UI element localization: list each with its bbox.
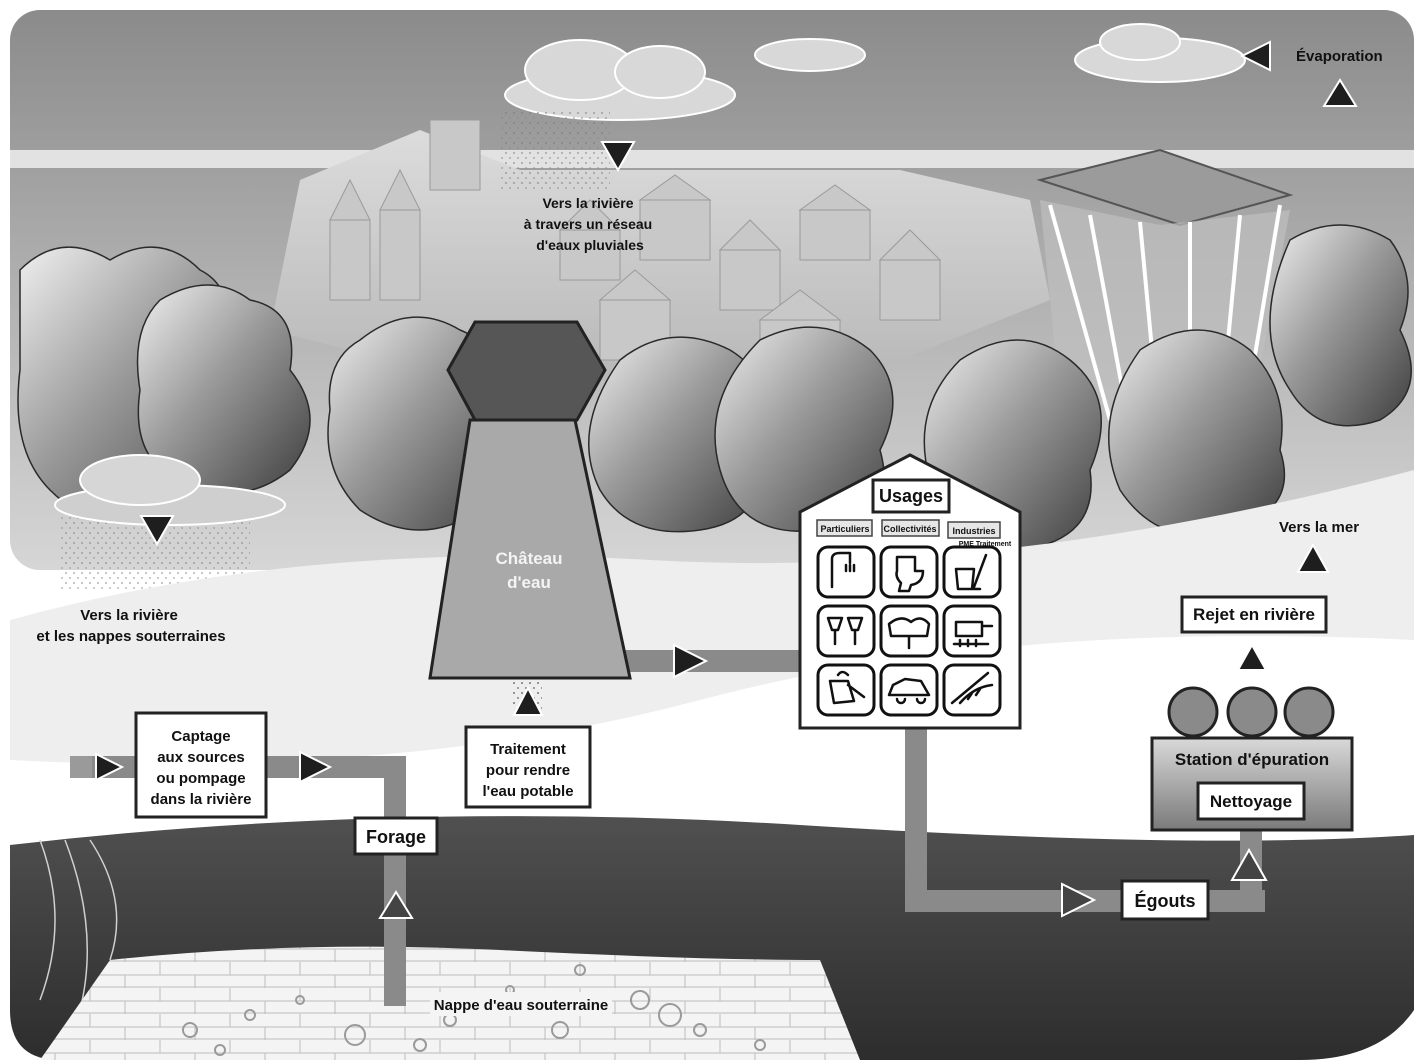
irrigation-icon [942, 663, 1002, 717]
traitement-label-2: pour rendre [486, 762, 570, 779]
tower-label-1: Château [495, 549, 562, 568]
arrows [95, 40, 1358, 919]
arrow-to-egouts [1061, 882, 1097, 918]
captage-label-2: aux sources [157, 749, 245, 766]
glasses-icon [816, 604, 876, 658]
nettoyage-label: Nettoyage [1210, 792, 1292, 811]
industries-label: Industries [952, 526, 995, 536]
arrow-to-usages [673, 643, 709, 679]
arrow-to-station-up [1230, 847, 1268, 881]
arrow-rejet-up [1236, 642, 1268, 671]
captage-label-1: Captage [171, 728, 230, 745]
cooking-pot-icon [942, 604, 1002, 658]
traitement-label-3: l'eau potable [482, 783, 573, 800]
particuliers-label: Particuliers [820, 524, 869, 534]
rejet-label: Rejet en rivière [1193, 605, 1315, 624]
rain-city-label-1: Vers la rivière [542, 195, 633, 211]
rejet-box [1180, 595, 1328, 634]
arrow-forage-up [378, 890, 414, 919]
water-tower [428, 320, 632, 710]
traitement-box [464, 725, 592, 809]
captage-pipe-inlet [70, 756, 92, 778]
nettoyage-box [1196, 781, 1306, 821]
captage-label-3: ou pompage [156, 770, 245, 787]
arrow-evaporation-left [1239, 40, 1271, 72]
collectivites-tab [881, 519, 940, 537]
captage-label-4: dans la rivière [151, 791, 252, 808]
sea-label: Vers la mer [1279, 519, 1359, 536]
car-wash-icon [879, 663, 939, 717]
left-rain-cloud [54, 454, 286, 590]
evaporation-label: Évaporation [1296, 48, 1383, 65]
shower-icon [816, 545, 876, 599]
arrow-traitement-up [512, 685, 544, 716]
ground-streaks [39, 839, 118, 1011]
forage-box [353, 816, 439, 856]
pme-label: PME Traitement [959, 541, 1012, 548]
usages-title-box [871, 478, 951, 514]
arrow-evaporation-up [1322, 78, 1358, 107]
bucket-mop-icon [942, 545, 1002, 599]
traitement-label-1: Traitement [490, 741, 566, 758]
captage-box [134, 711, 268, 819]
arrow-sea-up [1296, 542, 1330, 573]
arrow-rain-city-down [600, 141, 636, 173]
toilet-icon [879, 545, 939, 599]
tower-label-2: d'eau [507, 573, 551, 592]
egouts-label: Égouts [1135, 890, 1196, 911]
rain-city-label-3: d'eaux pluviales [536, 237, 644, 253]
rain-city [500, 110, 610, 190]
industries-tab [947, 521, 1001, 539]
egouts-box [1120, 879, 1210, 921]
top-clouds [504, 23, 1246, 121]
collectivites-label: Collectivités [883, 524, 936, 534]
arrow-captage-in [95, 752, 125, 782]
arrow-rain-left-down [139, 515, 175, 547]
nappe-label: Nappe d'eau souterraine [434, 997, 608, 1014]
forage-label: Forage [366, 827, 426, 847]
rain-left-label-1: Vers la rivière [80, 607, 178, 624]
washing-icon [879, 604, 939, 658]
river-band [10, 470, 1414, 764]
arrow-captage-out [299, 750, 333, 784]
station-label: Station d'épuration [1175, 750, 1329, 769]
nappe-label-bg [430, 992, 612, 1016]
particuliers-tab [816, 519, 873, 537]
usages-title: Usages [879, 486, 943, 506]
rain-city-label-2: à travers un réseau [524, 216, 652, 232]
rain-left-label-2: et les nappes souterraines [36, 628, 225, 645]
watering-can-icon [816, 663, 876, 717]
usage-icon-grid [816, 545, 1002, 717]
